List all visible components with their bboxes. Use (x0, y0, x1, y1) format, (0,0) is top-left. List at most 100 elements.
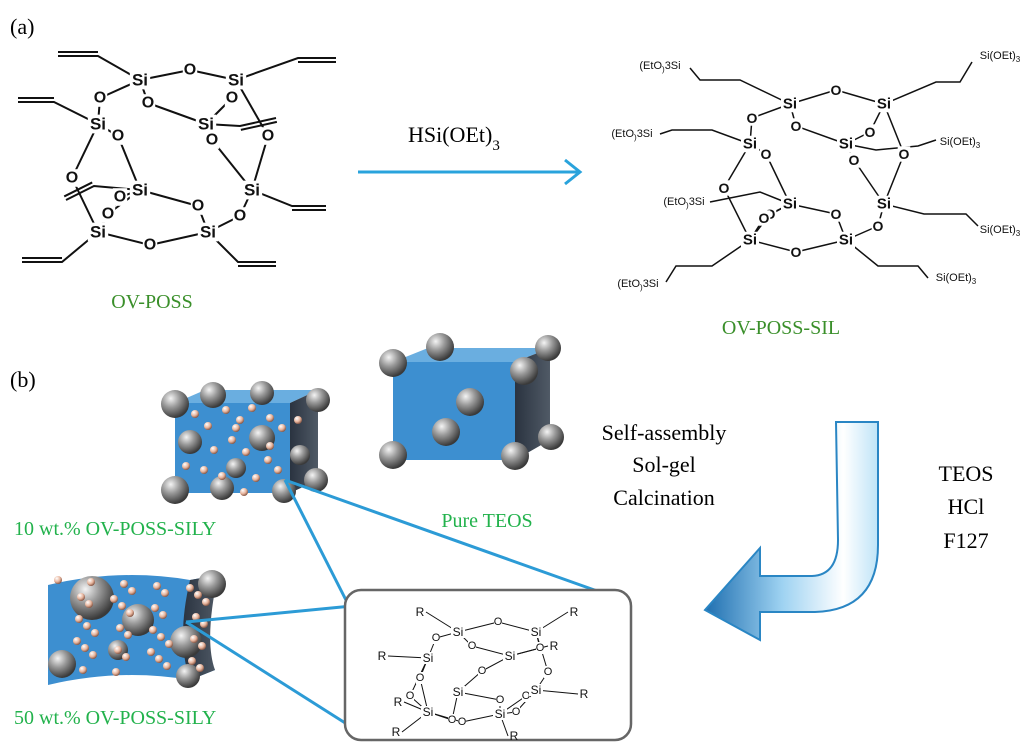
silica-sphere (538, 424, 564, 450)
nanoparticle (196, 664, 204, 672)
inset-oxygen: O (496, 694, 505, 706)
silica-sphere (379, 441, 407, 469)
silica-sphere (426, 333, 454, 361)
r-group-label: R (570, 605, 579, 619)
nanoparticle (114, 646, 122, 654)
nanoparticle (264, 456, 272, 464)
nanoparticle (294, 416, 302, 424)
inset-oxygen: O (544, 666, 553, 678)
inset-oxygen: O (458, 716, 467, 728)
ov-poss-sil-oxygen: O (747, 110, 758, 126)
nanoparticle (159, 611, 167, 619)
ov-poss-silicon: Si (198, 115, 214, 134)
nanoparticle (155, 655, 163, 663)
ov-poss-sil-silicon: Si (877, 196, 891, 213)
inset-silicon: Si (531, 683, 542, 697)
nanoparticle (118, 602, 126, 610)
ov-poss-sil-oxygen: O (719, 180, 730, 196)
nanoparticle (89, 651, 97, 659)
inset-oxygen: O (432, 632, 441, 644)
nanoparticle (200, 466, 208, 474)
nanoparticle (81, 644, 89, 652)
ov-poss-sil-silicon: Si (877, 96, 891, 113)
triethoxysilyl-group-left: (EtO)3Si (639, 60, 680, 74)
triethoxysilyl-group-left: (EtO)3Si (617, 278, 658, 292)
ov-poss-oxygen: O (192, 198, 204, 215)
nanoparticle (112, 668, 120, 676)
ov-poss-sil-silicon: Si (783, 96, 797, 113)
silica-sphere (178, 430, 202, 454)
ov-poss-silicon: Si (132, 71, 148, 90)
silica-sphere (198, 570, 226, 598)
cube-10wt-spheres (161, 381, 330, 504)
nanoparticle (126, 609, 134, 617)
silica-sphere (210, 476, 234, 500)
inset-box (343, 588, 633, 742)
silica-sphere (501, 442, 529, 470)
reagent-label: HSi(OEt)3 (408, 122, 500, 154)
nanoparticle (157, 633, 165, 641)
r-group-label: R (510, 729, 519, 743)
cube-pure-spheres (379, 333, 564, 470)
silica-sphere (272, 479, 296, 503)
pure-teos-label: Pure TEOS (441, 510, 532, 532)
nanoparticle (200, 620, 208, 628)
r-group-label: R (580, 687, 589, 701)
nanoparticle (161, 589, 169, 597)
r-group-label: R (392, 725, 401, 739)
ov-poss-silicon: Si (90, 115, 106, 134)
silica-sphere (176, 664, 200, 688)
ov-poss-sil-oxygen: O (791, 118, 802, 134)
nanoparticle (204, 422, 212, 430)
ov-poss-sil-silicon: Si (743, 136, 757, 153)
ov-poss-oxygen: O (94, 90, 106, 107)
silica-sphere (48, 650, 76, 678)
nanoparticle (186, 584, 194, 592)
reagent-f127: F127 (943, 528, 988, 553)
ov-poss-oxygen: O (66, 170, 78, 187)
step-self-assembly: Self-assembly (602, 420, 727, 445)
ov-poss-sil-oxygen: O (831, 206, 842, 222)
panel-a-label: (a) (10, 14, 34, 39)
nanoparticle (218, 472, 226, 480)
ov-poss-oxygen: O (262, 128, 274, 145)
nanoparticle (128, 587, 136, 595)
ov-poss-oxygen: O (184, 62, 196, 79)
triethoxysilyl-group-left: (EtO)3Si (663, 196, 704, 210)
inset-oxygen: O (522, 690, 531, 702)
nanoparticle (274, 466, 282, 474)
silica-sphere (456, 388, 484, 416)
ov-poss-sil-silicon: Si (839, 232, 853, 249)
ov-poss-oxygen: O (112, 128, 124, 145)
nanoparticle (116, 624, 124, 632)
nanoparticle (75, 615, 83, 623)
silica-sphere (432, 418, 460, 446)
ov-poss-oxygen: O (226, 90, 238, 107)
inset-oxygen: O (416, 672, 425, 684)
ov-poss-oxygen: O (102, 206, 114, 223)
ov-poss-sil-label: OV-POSS-SIL (722, 317, 840, 339)
silica-sphere (70, 576, 114, 620)
r-group-label: R (416, 605, 425, 619)
sample-50-label: 50 wt.% OV-POSS-SILY (14, 707, 216, 729)
ov-poss-sil-oxygen: O (849, 152, 860, 168)
silica-sphere (200, 382, 226, 408)
inset-silicon: Si (531, 625, 542, 639)
reagent-hcl: HCl (948, 494, 985, 519)
nanoparticle (232, 424, 240, 432)
nanoparticle (191, 410, 199, 418)
silica-sphere (170, 626, 202, 658)
nanoparticle (122, 653, 130, 661)
silica-sphere (379, 349, 407, 377)
silica-sphere (306, 388, 330, 412)
silica-sphere (290, 445, 310, 465)
nanoparticle (198, 642, 206, 650)
nanoparticle (188, 657, 196, 665)
triethoxysilyl-group-right: Si(OEt)3 (940, 136, 981, 150)
silica-sphere (161, 476, 189, 504)
nanoparticle (222, 406, 230, 414)
silica-sphere (226, 458, 246, 478)
ov-poss-sil-oxygen: O (759, 210, 770, 226)
